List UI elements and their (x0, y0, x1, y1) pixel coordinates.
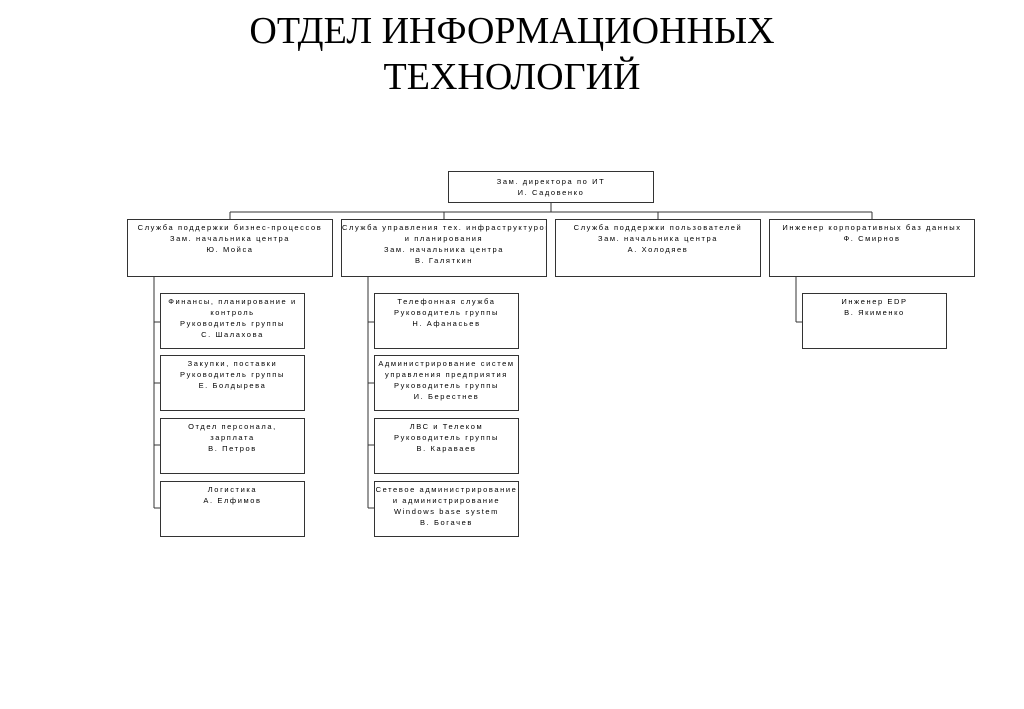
box-line: и администрирование (392, 496, 501, 505)
box-line: Ю. Мойса (206, 245, 254, 254)
group-edp-engineer: Инженер EDP В. Якименко (802, 293, 947, 349)
group-network-admin: Сетевое администрирование и администриро… (374, 481, 519, 537)
box-line: Телефонная служба (397, 297, 496, 306)
title-line-1: ОТДЕЛ ИНФОРМАЦИОННЫХ (249, 10, 775, 52)
group-finance: Финансы, планирование и контроль Руковод… (160, 293, 305, 349)
box-line: В. Якименко (844, 308, 905, 317)
page-title: ОТДЕЛ ИНФОРМАЦИОННЫХ ТЕХНОЛОГИЙ (0, 8, 1024, 100)
box-line: С. Шалахова (201, 330, 264, 339)
box-line: Финансы, планирование и (168, 297, 297, 306)
box-line: контроль (210, 308, 255, 317)
box-line: Служба поддержки бизнес-процессов (137, 223, 323, 232)
box-line: Руководитель группы (394, 381, 499, 390)
box-line: В. Караваев (416, 444, 477, 453)
box-line: Руководитель группы (394, 308, 499, 317)
box-line: Инженер EDP (841, 297, 908, 306)
group-lan-telecom: ЛВС и Телеком Руководитель группы В. Кар… (374, 418, 519, 474)
box-line: Зам. начальника центра (169, 234, 291, 243)
dept-database-engineer: Инженер корпоративных баз данных Ф. Смир… (769, 219, 975, 277)
box-line: Н. Афанасьев (412, 319, 481, 328)
box-line: Е. Болдырева (198, 381, 267, 390)
box-line: В. Богачев (420, 518, 473, 527)
box-line: В. Петров (208, 444, 257, 453)
box-line: управления предприятия (385, 370, 508, 379)
group-procurement: Закупки, поставки Руководитель группы Е.… (160, 355, 305, 411)
director-box: Зам. директора по ИТ И. Садовенко (448, 171, 654, 203)
dept-infrastructure: Служба управления тех. инфраструктурой и… (341, 219, 547, 277)
group-personnel: Отдел персонала, зарплата В. Петров (160, 418, 305, 474)
box-line: Служба поддержки пользователей (573, 223, 743, 232)
box-line: Руководитель группы (180, 319, 285, 328)
group-telephony: Телефонная служба Руководитель группы Н.… (374, 293, 519, 349)
box-line: Служба управления тех. инфраструктурой (342, 223, 547, 232)
box-line: А. Холодяев (627, 245, 689, 254)
group-enterprise-systems: Администрирование систем управления пред… (374, 355, 519, 411)
group-logistics: Логистика А. Елфимов (160, 481, 305, 537)
box-line: Зам. начальника центра (383, 245, 505, 254)
box-line: и планирования (404, 234, 484, 243)
box-line: Логистика (207, 485, 258, 494)
box-line: Отдел персонала, (188, 422, 277, 431)
box-line: А. Елфимов (203, 496, 262, 505)
title-line-2: ТЕХНОЛОГИЙ (383, 56, 641, 98)
box-line: Зам. директора по ИТ (496, 177, 606, 186)
box-line: зарплата (210, 433, 255, 442)
box-line: Сетевое администрирование (375, 485, 518, 494)
box-line: И. Берестнев (413, 392, 480, 401)
box-line: Windows base system (393, 507, 499, 516)
box-line: Ф. Смирнов (843, 234, 901, 243)
box-line: Руководитель группы (394, 433, 499, 442)
box-line: Инженер корпоративных баз данных (782, 223, 962, 232)
dept-business-processes: Служба поддержки бизнес-процессов Зам. н… (127, 219, 333, 277)
box-line: Закупки, поставки (187, 359, 278, 368)
box-line: Зам. начальника центра (597, 234, 719, 243)
dept-user-support: Служба поддержки пользователей Зам. нача… (555, 219, 761, 277)
box-line: ЛВС и Телеком (409, 422, 484, 431)
box-line: И. Садовенко (517, 188, 585, 197)
box-line: Администрирование систем (378, 359, 515, 368)
box-line: В. Галяткин (414, 256, 474, 265)
box-line: Руководитель группы (180, 370, 285, 379)
